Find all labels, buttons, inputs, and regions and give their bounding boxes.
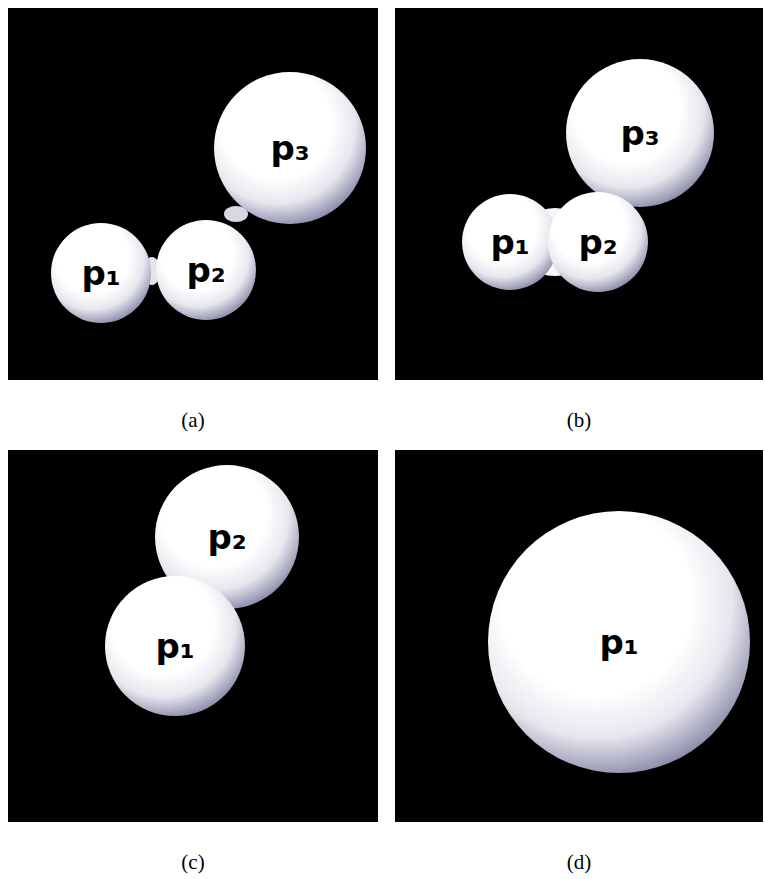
figure-panel: (b)p₃p₁p₂ (395, 8, 763, 380)
particle-label: p₃ (270, 128, 309, 168)
panel-caption: (d) (395, 850, 763, 874)
particle-label: p₁ (81, 253, 120, 293)
particle-blob: p₂ (156, 220, 256, 320)
blob-circle (214, 72, 366, 224)
blob-circle (462, 194, 558, 290)
particle-label: p₁ (490, 222, 529, 262)
blob-circle (488, 511, 750, 773)
particle-label: p₁ (599, 622, 638, 662)
blob-circle (156, 220, 256, 320)
particle-blob: p₁ (462, 194, 558, 290)
blob-neck (152, 537, 244, 642)
blob-circle (105, 576, 245, 716)
particle-blob: p₁ (105, 576, 245, 716)
particle-label: p₂ (207, 517, 246, 557)
blob-neck (517, 208, 593, 276)
particle-label: p₂ (578, 222, 617, 262)
panel-caption: (b) (395, 408, 763, 432)
figure-panel: (a)p₁p₂p₃ (8, 8, 378, 380)
particle-label: p₂ (186, 250, 225, 290)
blob-circle (51, 223, 151, 323)
particle-label: p₁ (155, 626, 194, 666)
particle-blob: p₃ (566, 59, 714, 207)
particle-blob: p₁ (488, 511, 750, 773)
particle-blob: p₃ (214, 72, 366, 224)
blob-contact (144, 257, 160, 285)
particle-blob: p₁ (51, 223, 151, 323)
panel-caption: (a) (8, 408, 378, 432)
blob-contact (224, 206, 248, 222)
panel-caption: (c) (8, 850, 378, 874)
figure-panel: (d)p₁ (395, 450, 763, 822)
blob-circle (548, 192, 648, 292)
blob-neck (587, 149, 659, 223)
figure-panel: (c)p₂p₁ (8, 450, 378, 822)
particle-blob: p₂ (548, 192, 648, 292)
particle-label: p₃ (620, 113, 659, 153)
blob-circle (566, 59, 714, 207)
